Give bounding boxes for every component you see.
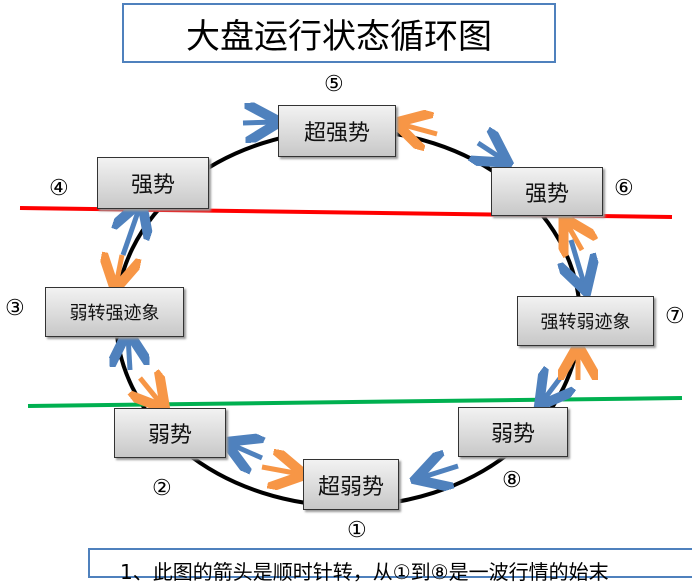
- weak-threshold-line: [27, 396, 683, 408]
- step-number-2: ②: [152, 476, 172, 501]
- step-number-8: ⑧: [502, 468, 522, 493]
- step-number-4: ④: [49, 176, 69, 201]
- step-number-6: ⑥: [614, 176, 634, 201]
- state-weak-to-strong: 弱转强迹象: [45, 287, 184, 337]
- step-number-5: ⑤: [324, 72, 344, 97]
- diagram-title: 大盘运行状态循环图: [122, 3, 556, 63]
- state-strong-right: 强势: [491, 167, 603, 216]
- state-super-strong: 超强势: [278, 105, 396, 157]
- state-strong-to-weak: 强转弱迹象: [517, 296, 654, 346]
- state-super-weak: 超弱势: [303, 459, 399, 510]
- step-number-3: ③: [5, 296, 25, 321]
- backward-arrows: [116, 124, 582, 474]
- state-weak-right: 弱势: [458, 407, 568, 457]
- step-number-7: ⑦: [665, 304, 685, 329]
- step-number-1: ①: [347, 518, 367, 543]
- note-box: 1、此图的箭头是顺时针转，从①到⑧是一波行情的始末: [88, 548, 692, 584]
- state-weak-left: 弱势: [114, 408, 226, 458]
- state-strong-left: 强势: [97, 157, 209, 209]
